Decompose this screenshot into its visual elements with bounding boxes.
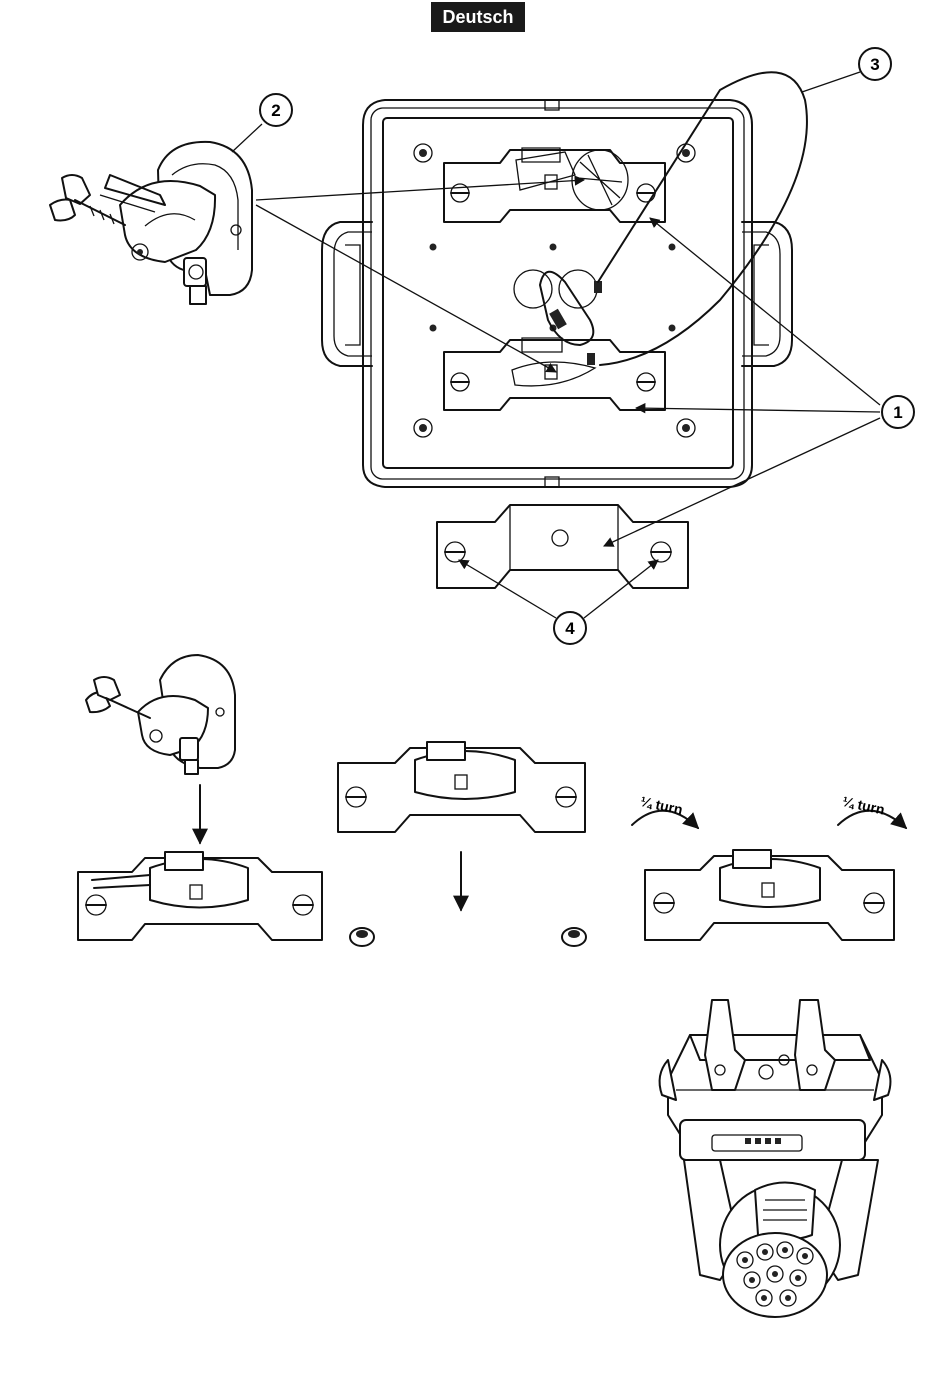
omega-bracket-lower	[444, 338, 665, 410]
omega-bracket-upper	[444, 148, 665, 222]
omega-bracket-separate	[437, 505, 688, 588]
step-2-bracket	[338, 742, 586, 946]
step-1-bracket	[78, 852, 322, 940]
turn-label-left: ¼ turn	[639, 793, 684, 818]
moving-head-fixture-icon	[660, 1000, 891, 1317]
step-1-clamp	[86, 655, 235, 843]
mounting-clamp-icon	[50, 142, 252, 304]
callout-1: 1	[882, 396, 914, 428]
step-3-bracket	[645, 850, 894, 940]
turn-label-right: ¼ turn	[841, 793, 886, 818]
svg-text:2: 2	[271, 101, 280, 120]
quick-lock-fastener-icon	[350, 928, 586, 946]
callout-4: 4	[554, 612, 586, 644]
svg-text:1: 1	[893, 403, 902, 422]
svg-text:4: 4	[565, 619, 575, 638]
safety-rope	[540, 72, 807, 365]
svg-text:3: 3	[870, 55, 879, 74]
fixture-base-top-view	[322, 72, 807, 487]
callout-3: 3	[859, 48, 891, 80]
callout-2: 2	[260, 94, 292, 126]
